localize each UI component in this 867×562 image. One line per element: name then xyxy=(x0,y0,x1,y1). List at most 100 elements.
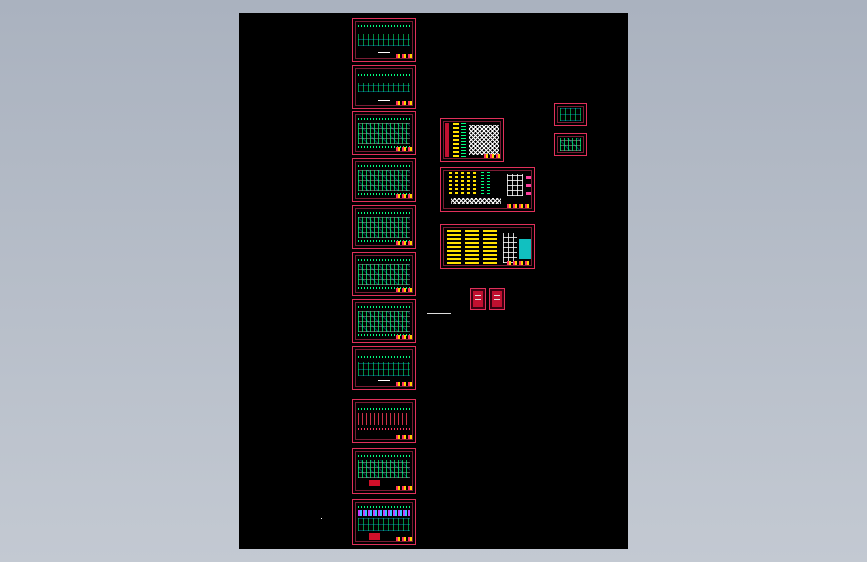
sheet-border xyxy=(557,106,584,123)
sheet-floor-plan-5[interactable] xyxy=(352,205,416,249)
cad-drawing-canvas[interactable] xyxy=(239,13,628,549)
floor-plan-drawing xyxy=(357,460,411,478)
text-line xyxy=(494,295,500,296)
title-block xyxy=(506,261,531,265)
legend-table xyxy=(503,233,517,263)
notes-column xyxy=(483,229,497,264)
title-block xyxy=(395,54,412,58)
sheet-floor-plan-1[interactable] xyxy=(352,18,416,62)
sheet-floor-plan-10[interactable] xyxy=(352,448,416,494)
dimension-line xyxy=(357,428,411,431)
legend-block xyxy=(368,480,380,487)
dimension-line xyxy=(357,193,411,196)
title-block xyxy=(395,537,412,541)
sheet-border xyxy=(355,502,413,542)
sheet-border xyxy=(443,227,532,266)
sheet-site-plan[interactable] xyxy=(440,118,504,162)
colored-zone-band xyxy=(357,509,411,516)
sheet-border xyxy=(355,451,413,491)
title-block xyxy=(395,101,412,105)
sheet-cover-b[interactable] xyxy=(489,288,505,310)
title-block xyxy=(395,288,412,292)
dimension-line xyxy=(357,211,411,214)
floor-plan-drawing xyxy=(357,122,411,144)
sheet-floor-plan-3[interactable] xyxy=(352,111,416,155)
sheet-floor-plan-9[interactable] xyxy=(352,399,416,443)
riser-column xyxy=(481,172,484,194)
sheet-border xyxy=(355,402,413,440)
title-block xyxy=(395,241,412,245)
title-block xyxy=(395,194,412,198)
dimension-line xyxy=(357,117,411,120)
notes-column xyxy=(447,229,461,264)
sheet-floor-plan-11[interactable] xyxy=(352,499,416,545)
red-strip xyxy=(445,123,449,157)
title-block xyxy=(395,335,412,339)
sheet-cover-a[interactable] xyxy=(470,288,486,310)
dimension-line xyxy=(357,455,411,458)
sheet-border xyxy=(557,136,584,153)
sheet-floor-plan-8[interactable] xyxy=(352,346,416,390)
title-block xyxy=(395,147,412,151)
dimension-line xyxy=(357,356,411,359)
sheet-border xyxy=(355,255,413,293)
stray-annotation xyxy=(427,313,451,314)
floor-plan-drawing xyxy=(357,413,411,426)
sheet-border xyxy=(355,114,413,152)
sheet-border xyxy=(355,302,413,340)
dimension-line xyxy=(357,164,411,167)
schedule-column xyxy=(453,123,459,157)
site-map-area xyxy=(469,125,499,155)
dimension-line xyxy=(357,334,411,337)
tag-marker xyxy=(526,192,531,195)
title-block xyxy=(395,435,412,439)
dimension-line xyxy=(357,258,411,261)
riser-column xyxy=(455,172,458,194)
floor-plan-drawing xyxy=(357,216,411,238)
title-block xyxy=(506,204,531,208)
riser-column xyxy=(461,172,464,194)
sheet-border xyxy=(355,349,413,387)
schedule-column xyxy=(461,123,466,157)
detail-drawing xyxy=(559,108,582,121)
notes-column xyxy=(465,229,479,264)
detail-drawing xyxy=(451,198,501,204)
sheet-border xyxy=(355,21,413,59)
floor-plan-drawing xyxy=(357,517,411,531)
dimension-line xyxy=(357,506,411,509)
sheet-floor-plan-7[interactable] xyxy=(352,299,416,343)
floor-plan-drawing xyxy=(357,263,411,285)
sheet-border xyxy=(355,161,413,199)
title-block xyxy=(483,154,500,158)
sheet-detail-b[interactable] xyxy=(554,133,587,156)
sheet-design-notes[interactable] xyxy=(440,224,535,269)
sheet-floor-plan-4[interactable] xyxy=(352,158,416,202)
tag-marker xyxy=(526,184,531,187)
dimension-line xyxy=(357,305,411,308)
dimension-line xyxy=(357,146,411,149)
floor-plan-drawing xyxy=(357,169,411,191)
sheet-border xyxy=(443,121,501,159)
dimension-line xyxy=(357,287,411,290)
title-block xyxy=(395,382,412,386)
sheet-border xyxy=(443,170,532,209)
legend-swatch xyxy=(519,239,531,259)
legend-block xyxy=(368,533,380,540)
sheet-border xyxy=(355,68,413,106)
sheet-riser-diagram[interactable] xyxy=(440,167,535,212)
sheet-detail-a[interactable] xyxy=(554,103,587,126)
sheet-border xyxy=(355,208,413,246)
plan-title-line xyxy=(377,380,391,382)
floor-plan-drawing xyxy=(357,33,411,47)
dimension-line xyxy=(357,74,411,77)
stray-point xyxy=(321,518,322,519)
floor-plan-drawing xyxy=(357,82,411,93)
sheet-floor-plan-2[interactable] xyxy=(352,65,416,109)
title-block xyxy=(395,486,412,490)
floor-plan-drawing xyxy=(357,310,411,332)
plan-title-line xyxy=(377,100,391,102)
sheet-floor-plan-6[interactable] xyxy=(352,252,416,296)
detail-drawing xyxy=(559,138,582,151)
detail-table xyxy=(507,174,523,196)
riser-column xyxy=(449,172,452,194)
